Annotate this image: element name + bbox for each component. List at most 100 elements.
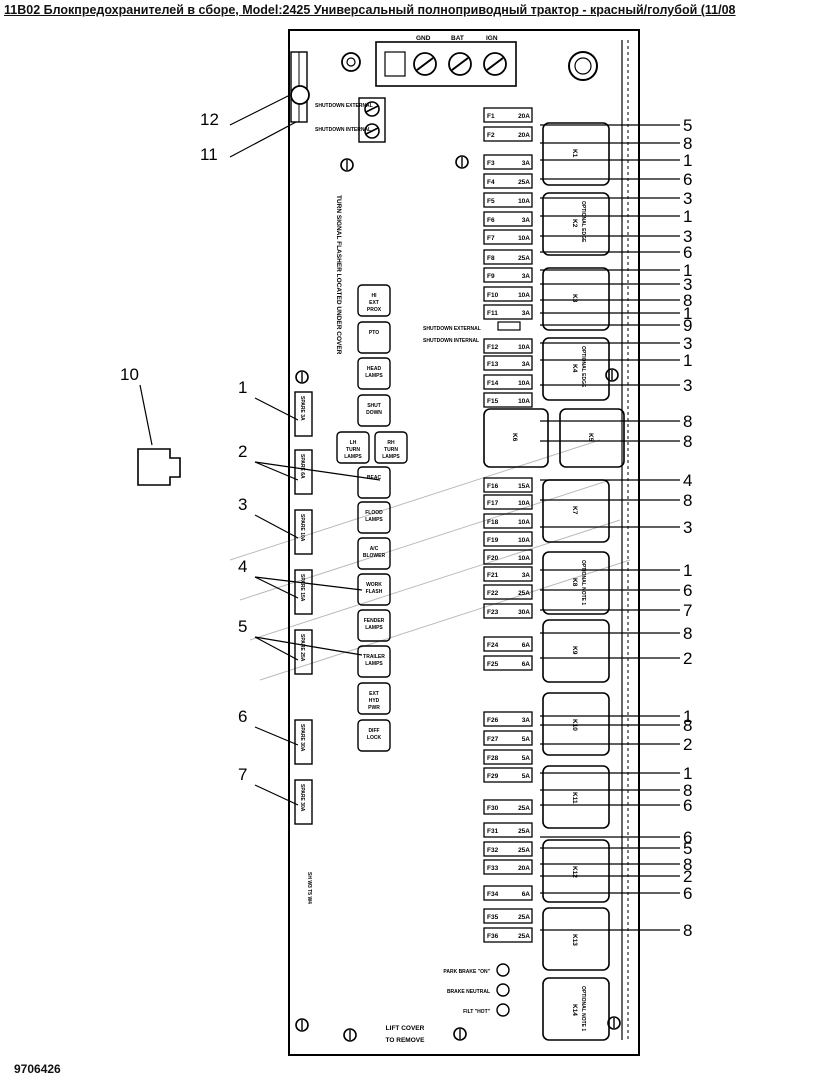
- fuse: [483, 374, 533, 390]
- relay: [542, 551, 610, 615]
- document-number: 9706426: [14, 1062, 61, 1076]
- spare-fuse-label: SPARE 15A: [299, 574, 305, 602]
- mounting-hole: [568, 51, 598, 81]
- fuse-board-outline: [288, 29, 640, 1056]
- fuse: [483, 531, 533, 547]
- relay: [542, 692, 610, 756]
- callout-leader: [254, 461, 299, 481]
- relay: [542, 907, 610, 971]
- fuse: [483, 267, 533, 283]
- spare-fuse: [294, 569, 313, 615]
- spare-fuse: [294, 629, 313, 675]
- relay-label: K12: [571, 866, 578, 878]
- terminal-label: BAT: [451, 35, 464, 42]
- callout-number: 1: [683, 764, 692, 783]
- flasher-relay: [357, 466, 391, 499]
- flasher-relay: [357, 357, 391, 390]
- fuse-name: F36: [487, 933, 499, 940]
- mounting-hole: [574, 57, 592, 75]
- board-id: SH W3 T5 W4: [306, 872, 312, 904]
- spare-fuse-label: SPARE 30A: [299, 724, 305, 752]
- fastener: [607, 1016, 621, 1030]
- fuse-name: F25: [487, 661, 499, 668]
- fuse-name: F26: [487, 717, 499, 724]
- relay: [542, 765, 610, 829]
- fuse-name: F9: [487, 273, 495, 280]
- fastener: [605, 368, 619, 382]
- flasher-relay-label: DIFF: [368, 728, 379, 734]
- flasher-relay-label: FLASH: [366, 589, 383, 595]
- relay: [542, 839, 610, 903]
- fuse-rating: 20A: [518, 113, 530, 120]
- callout-number: 3: [683, 334, 692, 353]
- fuse-rating: 5A: [522, 773, 531, 780]
- fuse-rating: 10A: [518, 519, 530, 526]
- fastener: [453, 1027, 467, 1041]
- relay-label: K6: [511, 433, 518, 442]
- shutdown-label: SHUTDOWN INTERNAL: [315, 127, 371, 133]
- callout-leader: [254, 576, 299, 599]
- callout-number: 8: [683, 134, 692, 153]
- relay-label: K2: [571, 219, 578, 228]
- spare-fuse: [294, 391, 313, 437]
- flasher-relay-label: LOCK: [367, 735, 382, 741]
- fuse: [483, 603, 533, 619]
- callout-number: 5: [683, 116, 692, 135]
- fuse: [483, 338, 533, 354]
- fuse-name: F4: [487, 179, 495, 186]
- fuse: [483, 477, 533, 493]
- callout-number: 1: [683, 151, 692, 170]
- callout-leader: [254, 726, 299, 746]
- fuse-name: F33: [487, 865, 499, 872]
- flasher-relay-label: BEAC: [367, 475, 382, 481]
- fuse-rating: 25A: [518, 805, 530, 812]
- fuse-rating: 6A: [522, 642, 531, 649]
- fuse: [483, 566, 533, 582]
- fuse: [483, 304, 533, 320]
- fuse-name: F23: [487, 609, 499, 616]
- flasher-relay-label: FLOOD: [365, 510, 383, 516]
- callout-number: 7: [238, 765, 247, 784]
- connector-plug: [137, 448, 181, 486]
- callout-leader: [229, 94, 291, 126]
- fuse-rating: 3A: [522, 572, 531, 579]
- flasher-relay-label: A/C: [370, 546, 379, 552]
- terminal-screw-slot: [451, 57, 469, 71]
- callout-number: 10: [120, 365, 139, 384]
- fuse-rating: 3A: [522, 273, 531, 280]
- callout-number: 8: [683, 432, 692, 451]
- flasher-relay: [357, 682, 391, 715]
- shutdown-connector: [358, 97, 386, 143]
- callout-number: 1: [683, 207, 692, 226]
- fuse-rating: 3A: [522, 217, 531, 224]
- lift-cover-label: LIFT COVER: [386, 1025, 425, 1032]
- flasher-relay-label: EXT: [369, 691, 379, 697]
- flasher-relay-label: LAMPS: [365, 517, 383, 523]
- fuse-name: F22: [487, 590, 499, 597]
- callout-number: 6: [683, 796, 692, 815]
- fuse: [483, 173, 533, 189]
- callout-number: 8: [683, 716, 692, 735]
- terminal-label: GND: [416, 35, 431, 42]
- fuse-name: F29: [487, 773, 499, 780]
- relay: [542, 619, 610, 683]
- fuse-name: F18: [487, 519, 499, 526]
- fuse-rating: 25A: [518, 847, 530, 854]
- flasher-relay-label: BLOWER: [363, 553, 386, 559]
- terminal-label: IGN: [486, 35, 498, 42]
- callout-leader: [254, 461, 381, 481]
- flasher-relay-label: LAMPS: [344, 454, 362, 460]
- relay-label: K5: [587, 433, 594, 442]
- spare-fuse-label: SPARE 3A: [299, 396, 305, 421]
- fuse-name: F28: [487, 755, 499, 762]
- callout-number: 3: [683, 189, 692, 208]
- fuse: [483, 286, 533, 302]
- fuse-rating: 10A: [518, 235, 530, 242]
- fuse-name: F6: [487, 217, 495, 224]
- callout-leader: [254, 514, 299, 539]
- flasher-relay-label: LAMPS: [382, 454, 400, 460]
- relay-label: K11: [571, 792, 578, 804]
- page-title: 11B02 Блокпредохранителей в сборе, Model…: [4, 3, 736, 17]
- callout-number: 8: [683, 412, 692, 431]
- callout-number: 9: [683, 316, 692, 335]
